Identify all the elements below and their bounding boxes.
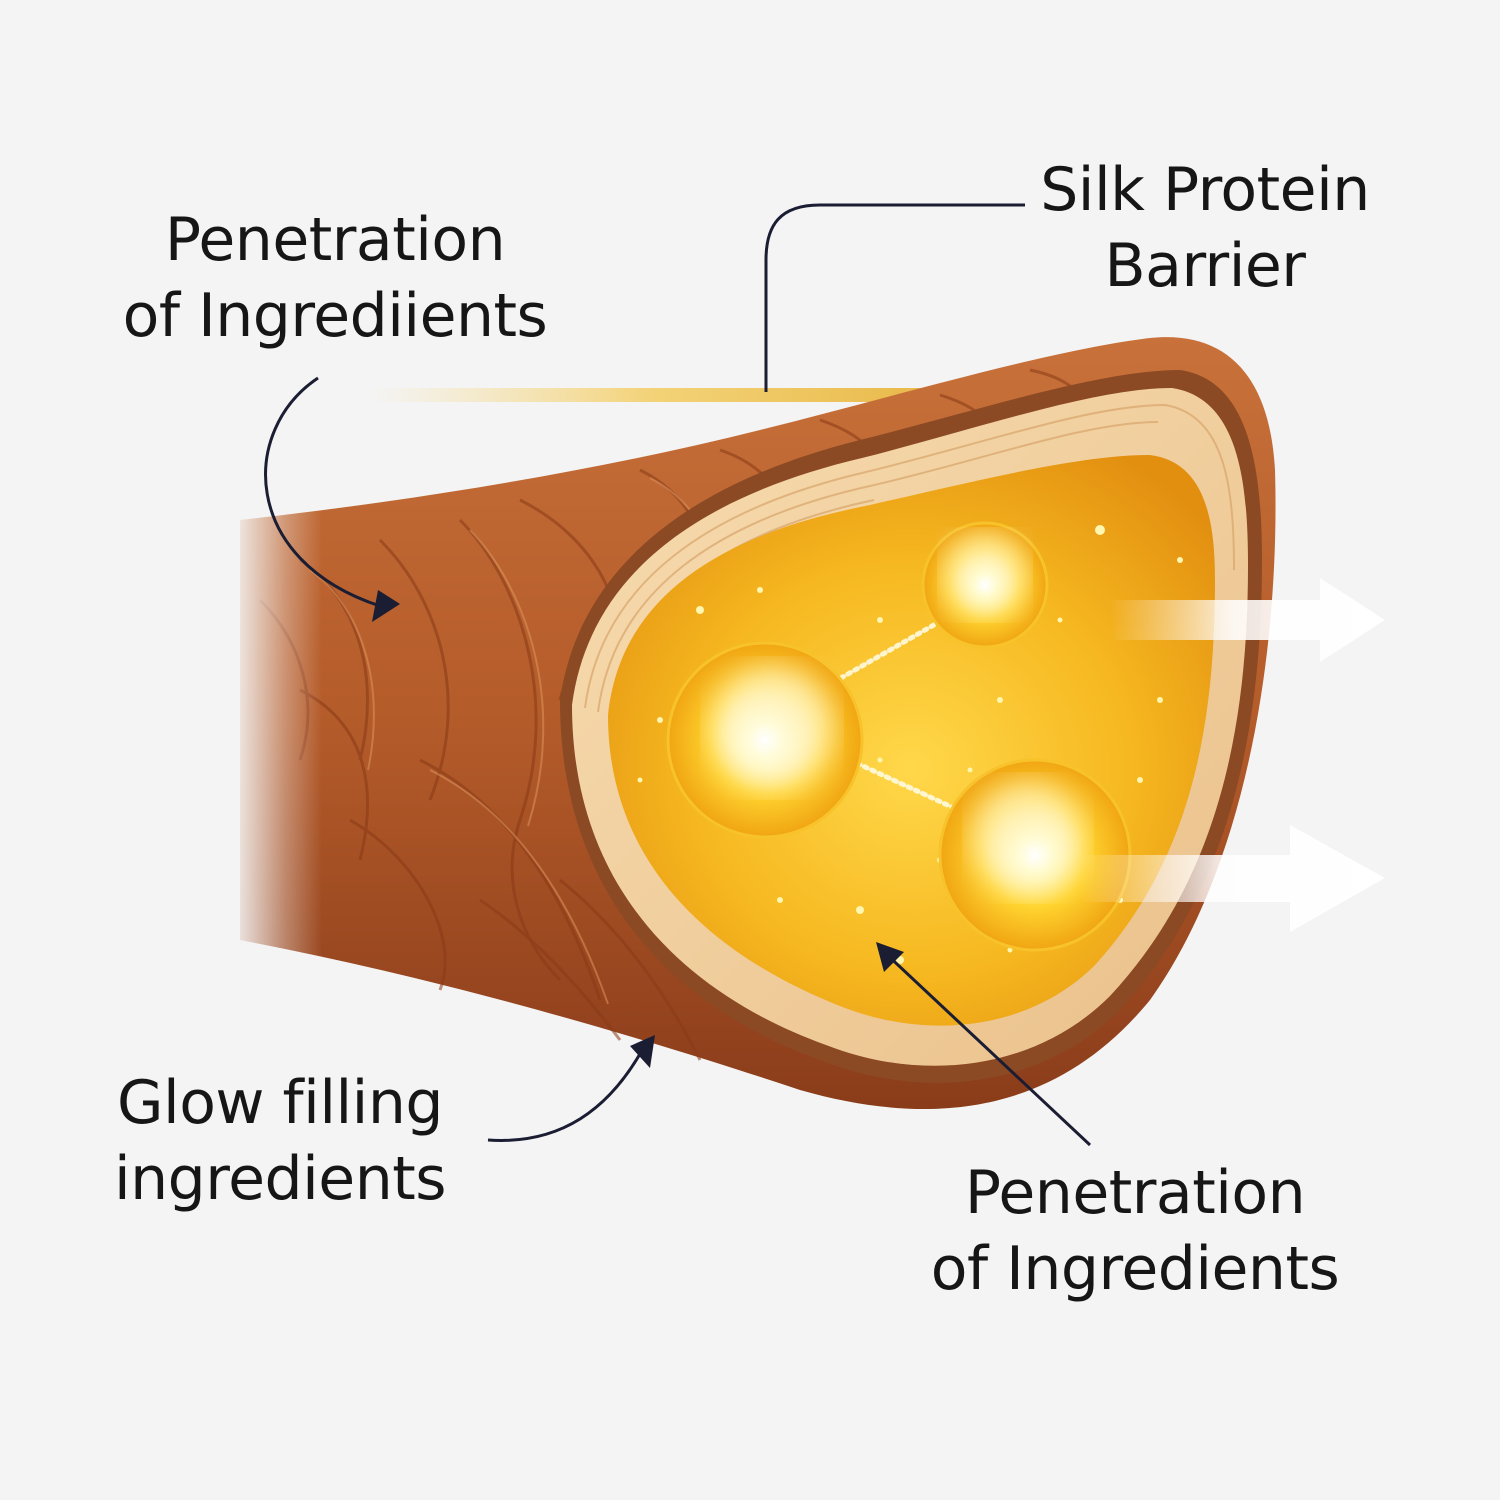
label-line: of Ingrediients (122, 281, 548, 351)
label-line: Barrier (1104, 231, 1306, 301)
label-line: of Ingredients (930, 1234, 1340, 1304)
label-silk-protein-barrier: Silk Protein Barrier (1030, 152, 1380, 304)
pointer-top-left (264, 376, 381, 608)
ingredient-orbs (666, 521, 1132, 952)
label-line: Glow filling (117, 1068, 443, 1138)
pointer-lines (264, 203, 1092, 1147)
arrow-right-icon (1080, 825, 1385, 932)
arrow-right-icon (1110, 578, 1385, 662)
light-beam (370, 388, 930, 402)
pointer-top-right (764, 203, 1025, 392)
sparkle-particles (637, 525, 1183, 964)
label-line: Penetration (164, 205, 506, 275)
label-line: ingredients (113, 1144, 447, 1214)
label-penetration-top: Penetration of Ingrediients (120, 202, 550, 354)
pointer-bottom-right (880, 948, 1092, 1147)
outflow-arrows (1080, 578, 1385, 932)
label-penetration-bottom: Penetration of Ingredients (920, 1155, 1350, 1307)
golden-core (608, 455, 1215, 1026)
label-line: Silk Protein (1040, 155, 1370, 225)
label-line: Penetration (964, 1158, 1306, 1228)
pointer-bottom-left (487, 1044, 647, 1142)
pointer-arrowhead-icon (372, 590, 904, 1068)
label-glow-filling: Glow filling ingredients (100, 1065, 460, 1217)
